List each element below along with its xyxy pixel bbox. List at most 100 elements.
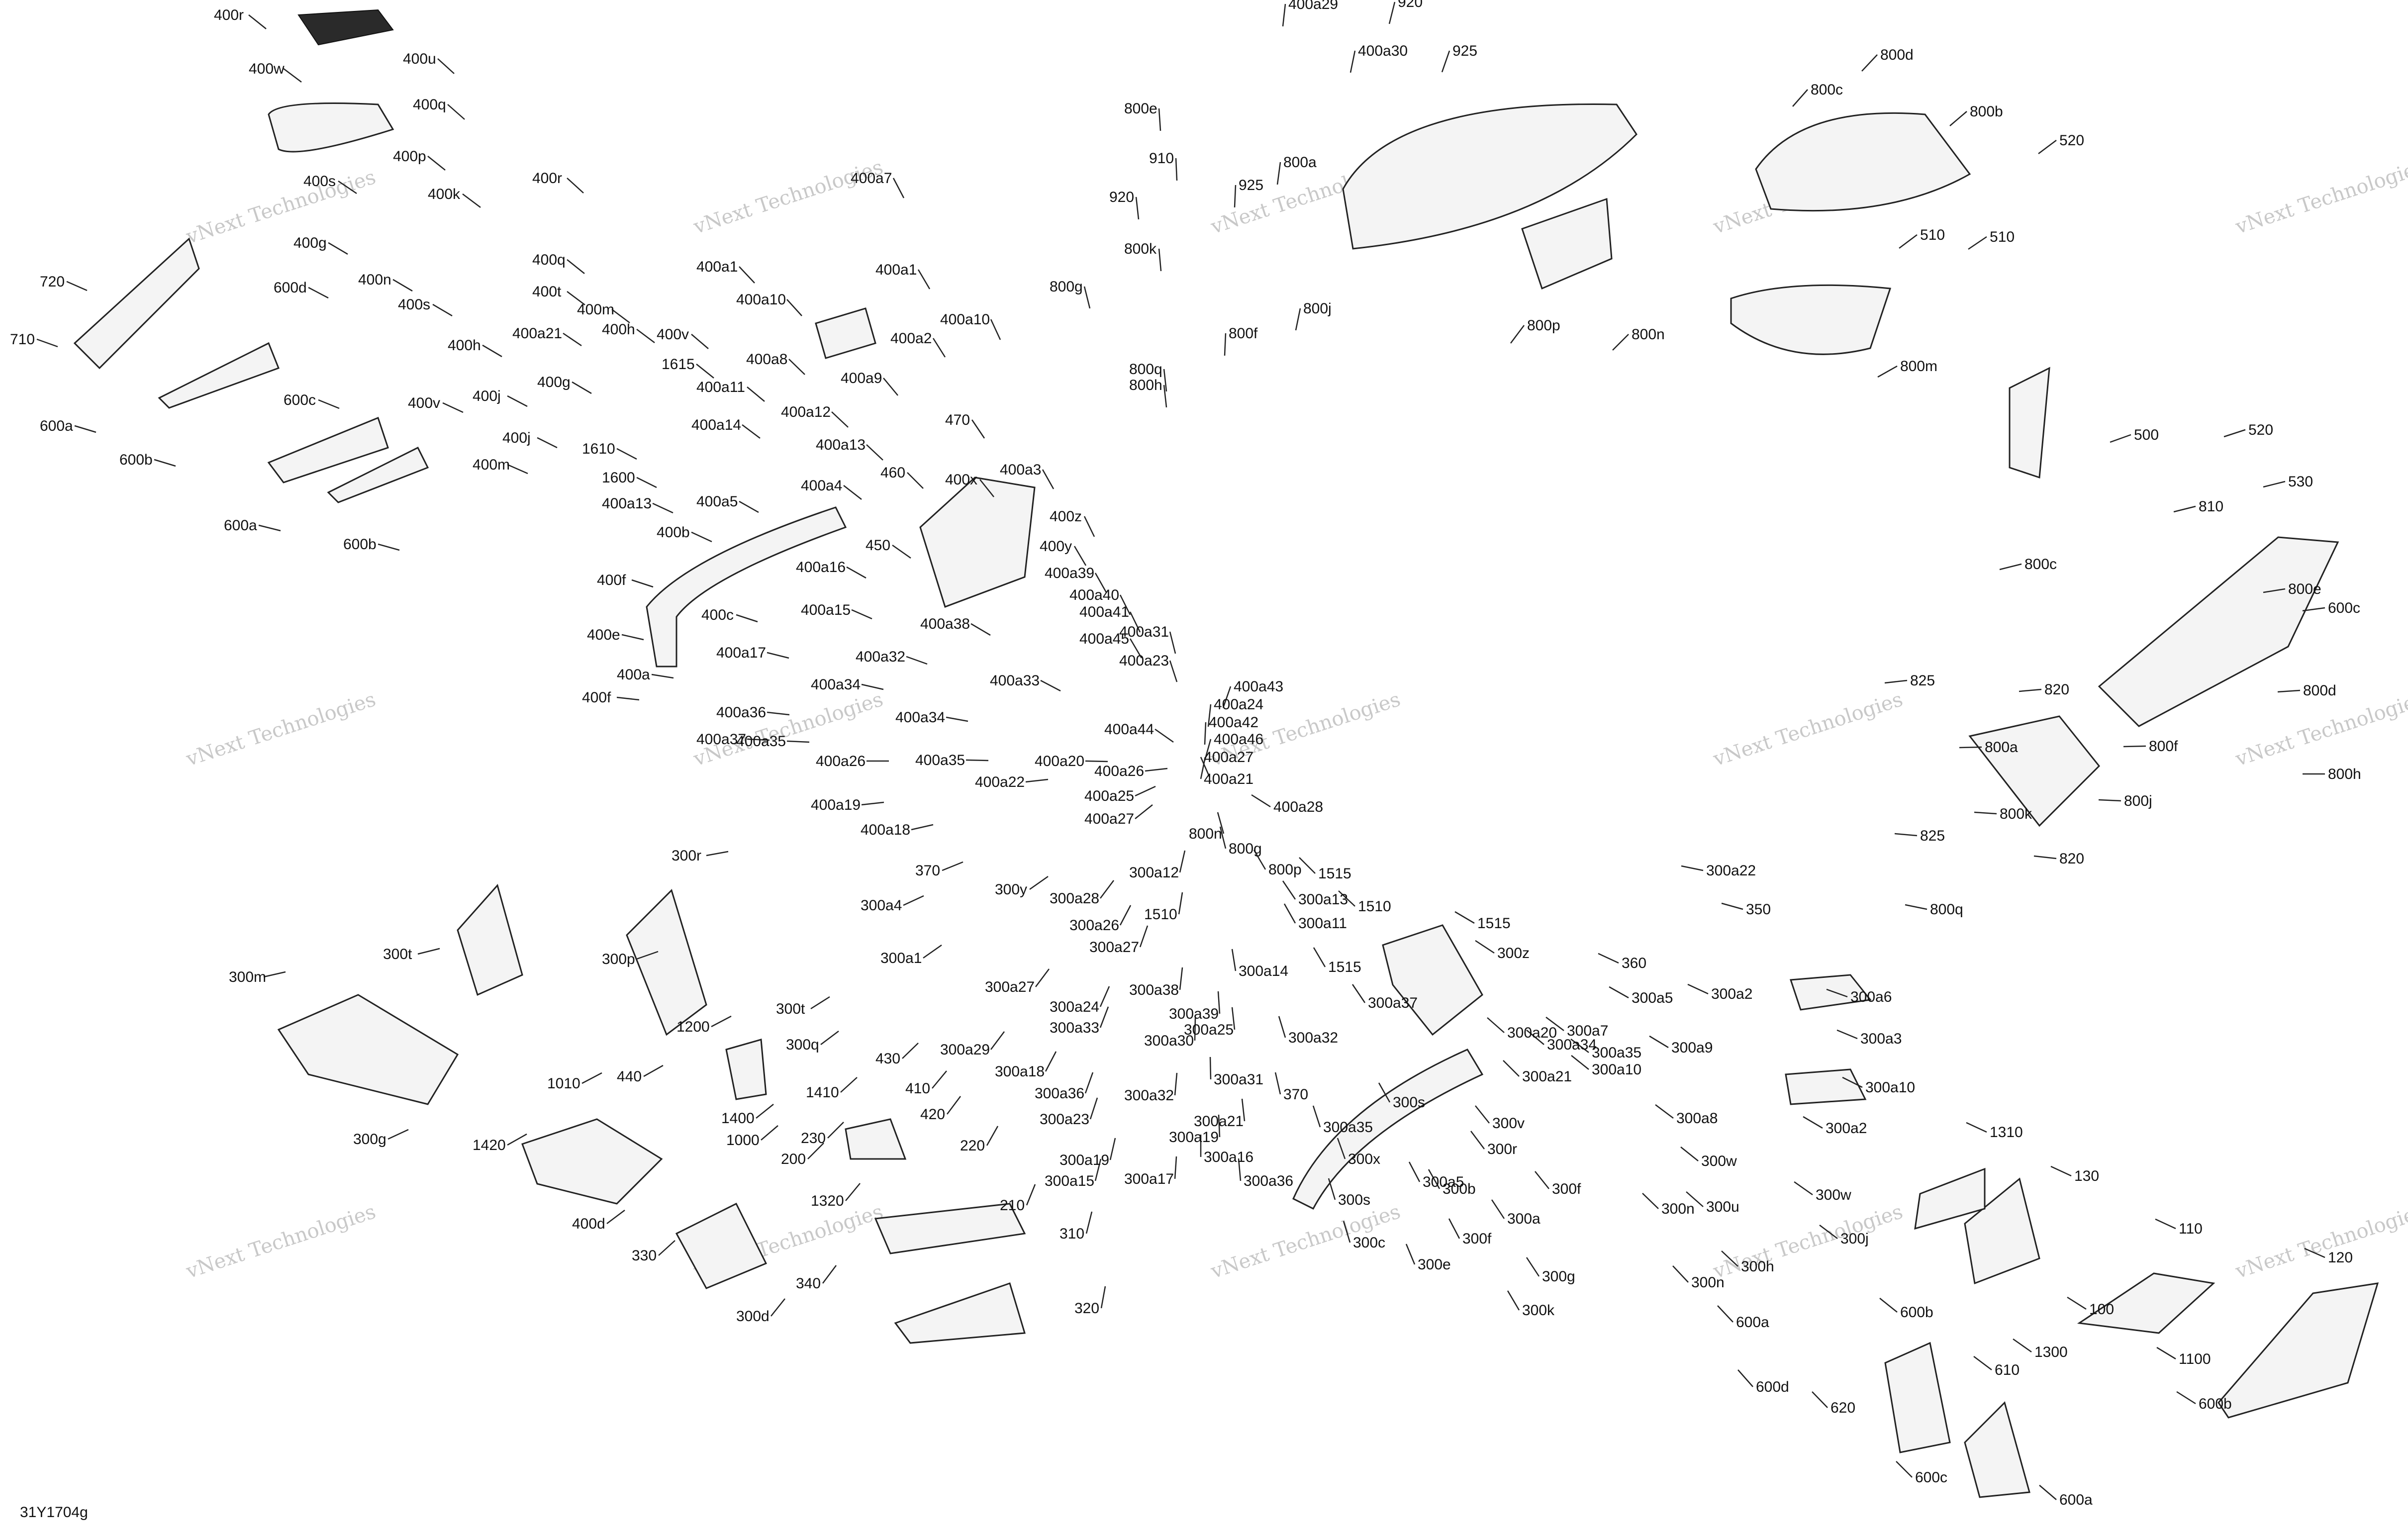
leader-line: [643, 1064, 664, 1077]
callout-300a39: 300a39: [1169, 1006, 1219, 1022]
callout-400a27: 400a27: [1204, 749, 1253, 766]
leader-line: [2110, 434, 2131, 443]
callout-400a12: 400a12: [781, 404, 831, 420]
mount-300a4: [1382, 924, 1483, 1036]
trim-1400: [626, 889, 707, 1036]
callout-1410: 1410: [806, 1084, 839, 1101]
leader-line: [1135, 804, 1153, 819]
callout-800n: 800n: [1632, 326, 1665, 343]
callout-510: 510: [1990, 229, 2015, 245]
leader-line: [1207, 704, 1212, 727]
leader-line: [507, 395, 528, 407]
callout-400n: 400n: [358, 272, 391, 288]
bracket-100: [675, 1202, 768, 1289]
callout-825: 825: [1910, 672, 1935, 689]
callout-1010: 1010: [547, 1075, 580, 1092]
side-panel-left-lower: [267, 417, 389, 483]
callout-400v: 400v: [657, 326, 689, 343]
callout-300a21: 300a21: [1522, 1068, 1572, 1085]
leader-line: [447, 104, 465, 120]
callout-610: 610: [1995, 1362, 2020, 1378]
callout-300a7: 300a7: [1567, 1023, 1608, 1039]
callout-410: 410: [905, 1080, 930, 1097]
leader-line: [1175, 158, 1178, 181]
leader-line: [1231, 949, 1237, 971]
leader-line: [442, 402, 464, 413]
leader-line: [1238, 1158, 1242, 1181]
leader-line: [427, 156, 446, 171]
bracket-mount: [815, 307, 876, 359]
callout-1510: 1510: [1144, 906, 1177, 923]
callout-400j: 400j: [502, 430, 531, 446]
callout-300s: 300s: [1338, 1192, 1370, 1208]
leader-line: [248, 14, 267, 29]
leader-line: [1200, 757, 1206, 779]
callout-1510: 1510: [1358, 898, 1391, 915]
leader-line: [1100, 880, 1114, 899]
leader-line: [308, 287, 329, 299]
leader-line: [831, 411, 849, 428]
callout-600c: 600c: [284, 392, 316, 408]
leader-line: [1283, 903, 1296, 924]
leader-line: [1441, 50, 1450, 73]
leader-line: [2156, 1346, 2176, 1360]
leader-line: [1470, 1131, 1485, 1149]
leader-line: [1408, 1161, 1421, 1182]
leader-line: [892, 178, 905, 198]
leader-line: [2173, 505, 2196, 513]
callout-920: 920: [1109, 189, 1134, 205]
leader-line: [1295, 308, 1301, 331]
callout-400a32: 400a32: [856, 649, 905, 665]
leader-line: [845, 1183, 861, 1201]
callout-400r: 400r: [214, 7, 244, 23]
leader-line: [1428, 1169, 1441, 1189]
callout-300n: 300n: [1691, 1274, 1725, 1291]
callout-300b: 300b: [1443, 1181, 1476, 1197]
callout-400a35: 400a35: [915, 752, 965, 768]
callout-470: 470: [945, 412, 970, 428]
callout-300a4: 300a4: [861, 897, 902, 914]
callout-920: 920: [1398, 0, 1423, 10]
callout-300k: 300k: [1522, 1302, 1555, 1319]
leader-line: [1217, 991, 1221, 1014]
leader-line: [1526, 1257, 1540, 1277]
leader-line: [1448, 1218, 1460, 1239]
seat-panel-500: [1755, 112, 1971, 212]
callout-460: 460: [880, 465, 905, 481]
leader-line: [1099, 1006, 1109, 1028]
handle-bar: [646, 506, 847, 668]
footrest-300r: [1785, 1068, 1867, 1105]
bracket-400d: [725, 1039, 767, 1100]
leader-line: [652, 502, 674, 514]
callout-720: 720: [40, 274, 65, 290]
callout-400a13: 400a13: [816, 437, 866, 453]
leader-line: [1378, 1082, 1391, 1103]
leader-line: [1094, 1158, 1102, 1181]
leader-line: [2302, 607, 2325, 612]
callout-300r: 300r: [1487, 1141, 1517, 1157]
callout-300a10: 300a10: [1592, 1061, 1641, 1078]
callout-300a24: 300a24: [1050, 999, 1099, 1015]
side-trim-left-b: [327, 446, 429, 503]
leader-line: [74, 425, 96, 433]
callout-400r: 400r: [532, 170, 562, 187]
callout-800c: 800c: [1811, 82, 1843, 98]
callout-400a1: 400a1: [875, 262, 917, 278]
callout-1000: 1000: [726, 1132, 760, 1148]
leader-line: [636, 951, 659, 960]
leader-line: [932, 338, 946, 358]
callout-300z: 300z: [1497, 945, 1530, 961]
callout-600b: 600b: [2199, 1396, 2232, 1412]
leader-line: [507, 464, 528, 475]
leader-line: [1328, 1178, 1336, 1200]
watermark: vNext Technologies: [2232, 688, 2408, 771]
callout-400a30: 400a30: [1358, 43, 1408, 59]
callout-800b: 800b: [1970, 103, 2003, 120]
leader-line: [1278, 1016, 1286, 1038]
console-800a-right: [2098, 536, 2339, 727]
leader-line: [1083, 286, 1091, 309]
callout-1100: 1100: [2179, 1351, 2211, 1367]
leader-line: [1598, 953, 1619, 964]
